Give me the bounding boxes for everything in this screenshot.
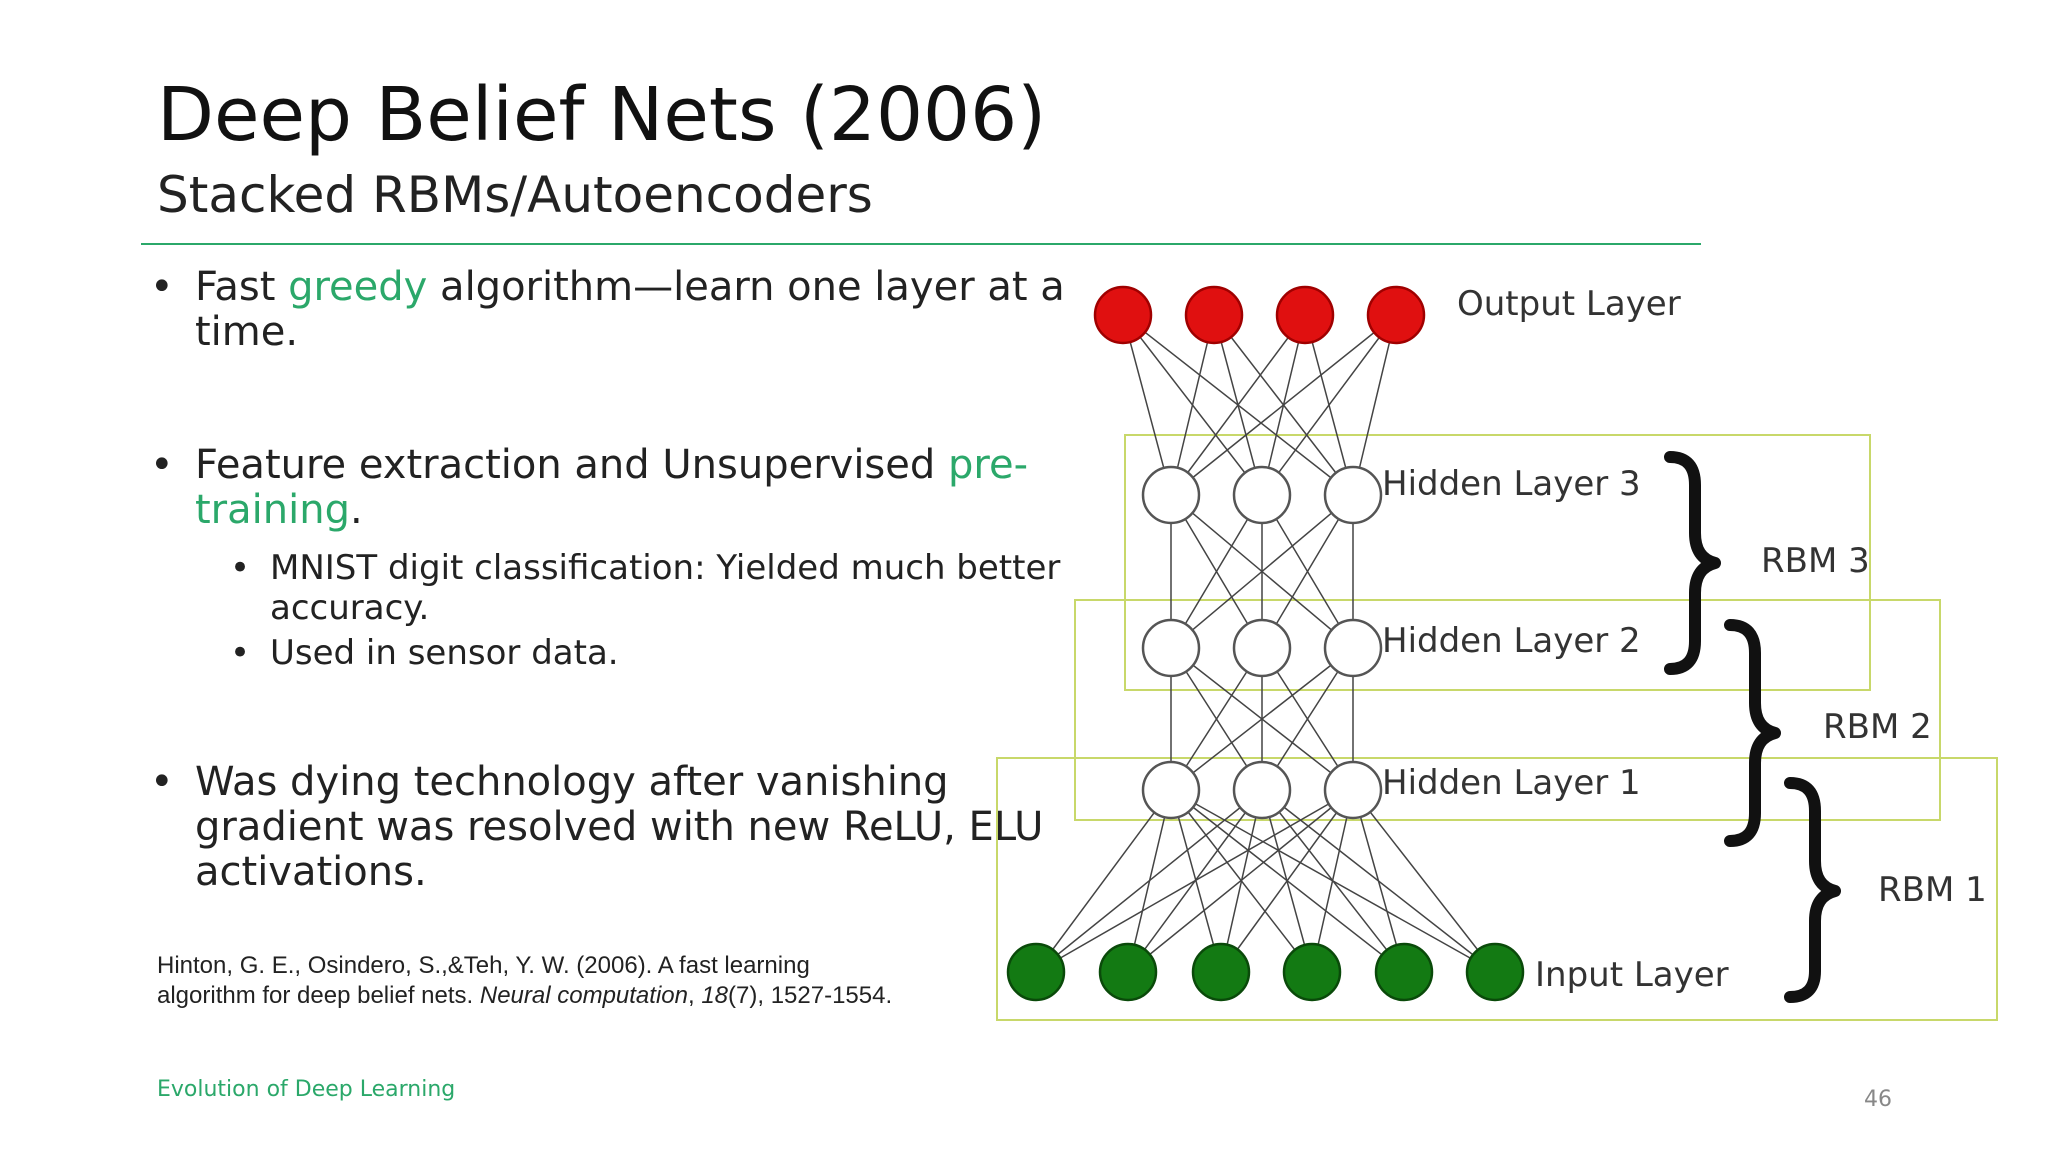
connection-line bbox=[1352, 314, 1397, 496]
connection-line bbox=[1261, 494, 1354, 649]
bullet-icon: • bbox=[150, 264, 174, 310]
connection-line bbox=[1170, 647, 1354, 791]
sub-bullet-item: • MNIST digit classification: Yielded mu… bbox=[230, 548, 1061, 628]
connection-line bbox=[1122, 314, 1172, 496]
highlight-greedy: greedy bbox=[288, 264, 428, 310]
bullet-icon: • bbox=[230, 633, 251, 673]
input-node bbox=[1006, 942, 1066, 1002]
output-node bbox=[1275, 285, 1335, 345]
hidden1-node bbox=[1141, 760, 1201, 820]
rbm1-box bbox=[996, 757, 1998, 1021]
connection-line bbox=[1170, 314, 1306, 496]
hidden3-node bbox=[1232, 465, 1292, 525]
connection-lines bbox=[1035, 314, 1496, 973]
rbm1-label: RBM 1 bbox=[1878, 870, 1987, 910]
rbm-braces bbox=[1664, 451, 1841, 1003]
rbm-boxes bbox=[996, 434, 1998, 1021]
connection-line bbox=[1170, 314, 1215, 496]
rbm3-label: RBM 3 bbox=[1761, 541, 1870, 581]
hidden3-node bbox=[1323, 465, 1383, 525]
hidden1-node bbox=[1232, 760, 1292, 820]
bullet-icon: • bbox=[150, 442, 174, 488]
hidden2-node bbox=[1141, 618, 1201, 678]
bullet-item: • Was dying technology after vanishing g… bbox=[150, 759, 1044, 895]
rbm1-brace-icon bbox=[1784, 777, 1841, 1003]
footer-text: Evolution of Deep Learning bbox=[157, 1077, 456, 1102]
sub-bullet-item: • Used in sensor data. bbox=[230, 633, 619, 673]
citation: Hinton, G. E., Osindero, S.,&Teh, Y. W. … bbox=[157, 952, 893, 1009]
bullet-item: • Fast greedy algorithm—learn one layer … bbox=[150, 264, 1065, 355]
connection-line bbox=[1035, 789, 1354, 973]
hidden2-node bbox=[1232, 618, 1292, 678]
connection-line bbox=[1352, 789, 1496, 973]
hidden3-node bbox=[1141, 465, 1201, 525]
connection-line bbox=[1220, 789, 1354, 973]
rbm2-box bbox=[1074, 599, 1941, 821]
connection-line bbox=[1035, 789, 1263, 973]
bullet-item: • Feature extraction and Unsupervised pr… bbox=[150, 442, 1028, 533]
page-number: 46 bbox=[1864, 1087, 1892, 1112]
neuron-nodes bbox=[1006, 285, 1525, 1002]
connection-line bbox=[1170, 494, 1263, 649]
rbm2-brace-icon bbox=[1724, 619, 1781, 847]
slide-title: Deep Belief Nets (2006) bbox=[157, 72, 1047, 158]
output-layer-label: Output Layer bbox=[1457, 284, 1681, 324]
rbm3-box bbox=[1124, 434, 1871, 691]
hidden1-node bbox=[1323, 760, 1383, 820]
dbn-svg: Output Layer Hidden Layer 3 Hidden Layer… bbox=[996, 284, 1998, 1021]
input-node bbox=[1374, 942, 1434, 1002]
connection-line bbox=[1035, 789, 1172, 973]
hidden2-node bbox=[1323, 618, 1383, 678]
input-layer-label: Input Layer bbox=[1535, 955, 1729, 995]
slide-subtitle: Stacked RBMs/Autoencoders bbox=[157, 166, 873, 224]
connection-line bbox=[1170, 314, 1397, 496]
hidden-layer-2-label: Hidden Layer 2 bbox=[1382, 621, 1641, 661]
input-node bbox=[1465, 942, 1525, 1002]
title-divider bbox=[141, 243, 1701, 245]
dbn-diagram: Output Layer Hidden Layer 3 Hidden Layer… bbox=[985, 265, 2048, 1045]
bullet-icon: • bbox=[150, 759, 174, 805]
layer-labels: Output Layer Hidden Layer 3 Hidden Layer… bbox=[1382, 284, 1987, 995]
output-node bbox=[1366, 285, 1426, 345]
output-node bbox=[1184, 285, 1244, 345]
input-node bbox=[1282, 942, 1342, 1002]
bullet-icon: • bbox=[230, 548, 251, 588]
hidden-layer-1-label: Hidden Layer 1 bbox=[1382, 763, 1641, 803]
hidden-layer-3-label: Hidden Layer 3 bbox=[1382, 464, 1641, 504]
connection-line bbox=[1170, 494, 1354, 649]
rbm3-brace-icon bbox=[1664, 451, 1721, 675]
connection-line bbox=[1352, 789, 1405, 973]
connection-line bbox=[1261, 314, 1397, 496]
input-node bbox=[1191, 942, 1251, 1002]
highlight-pretraining: pre-training bbox=[195, 442, 1028, 533]
rbm2-label: RBM 2 bbox=[1823, 707, 1932, 747]
connection-line bbox=[1311, 789, 1354, 973]
connection-line bbox=[1127, 789, 1354, 973]
input-node bbox=[1098, 942, 1158, 1002]
output-node bbox=[1093, 285, 1153, 345]
